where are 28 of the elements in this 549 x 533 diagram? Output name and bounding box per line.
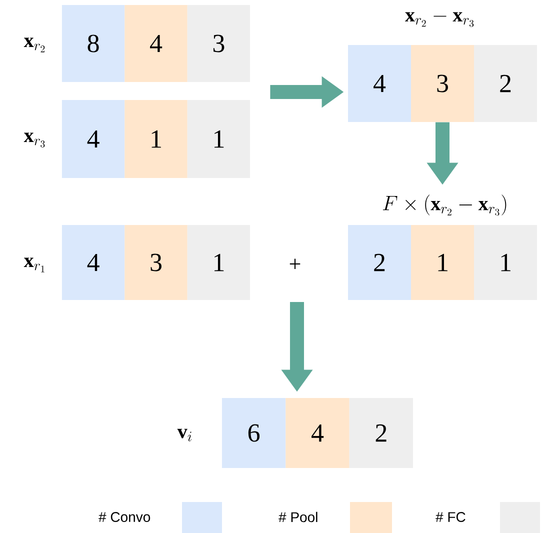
vector-label: $\mathbf{x}_{r_3}$ [24,132,45,148]
vector-cell: 4 [62,100,125,178]
vector-cell: 4 [286,398,350,468]
legend-label: # Convo [98,512,150,522]
vector-cell: 4 [348,45,411,122]
vector-cell: 3 [411,45,474,122]
vector-label: $F \times (\mathbf{x}_{r_2} - \mathbf{x}_{r_3})$ [382,194,506,216]
vector-label: $\mathbf{x}_{r_2} - \mathbf{x}_{r_3}$ [405,12,474,27]
vector-cell: 1 [124,100,188,178]
plus-sign: + [290,258,300,270]
vector-cell: 2 [348,225,411,300]
vector-cell: 2 [349,398,414,468]
legend-label: # FC [436,512,466,522]
vector-cell: 1 [187,100,250,178]
vector-cell: 8 [62,5,125,82]
vector-cell: 3 [187,5,250,82]
vector-cell: 4 [124,5,188,82]
vector-cell: 1 [187,225,250,300]
legend-label: # Pool [278,512,318,522]
vector-cell: 3 [124,225,188,300]
vector-cell: 6 [222,398,286,468]
vector-label: $\mathbf{v}_i$ [177,428,192,442]
vector-label: $\mathbf{x}_{r_1}$ [24,258,44,272]
vector-cell: 1 [411,225,474,300]
vector-cell: 1 [474,225,537,300]
vector-cell: 4 [62,225,125,300]
vector-cell: 2 [474,45,537,122]
vector-label: $\mathbf{x}_{r_2}$ [24,38,45,52]
